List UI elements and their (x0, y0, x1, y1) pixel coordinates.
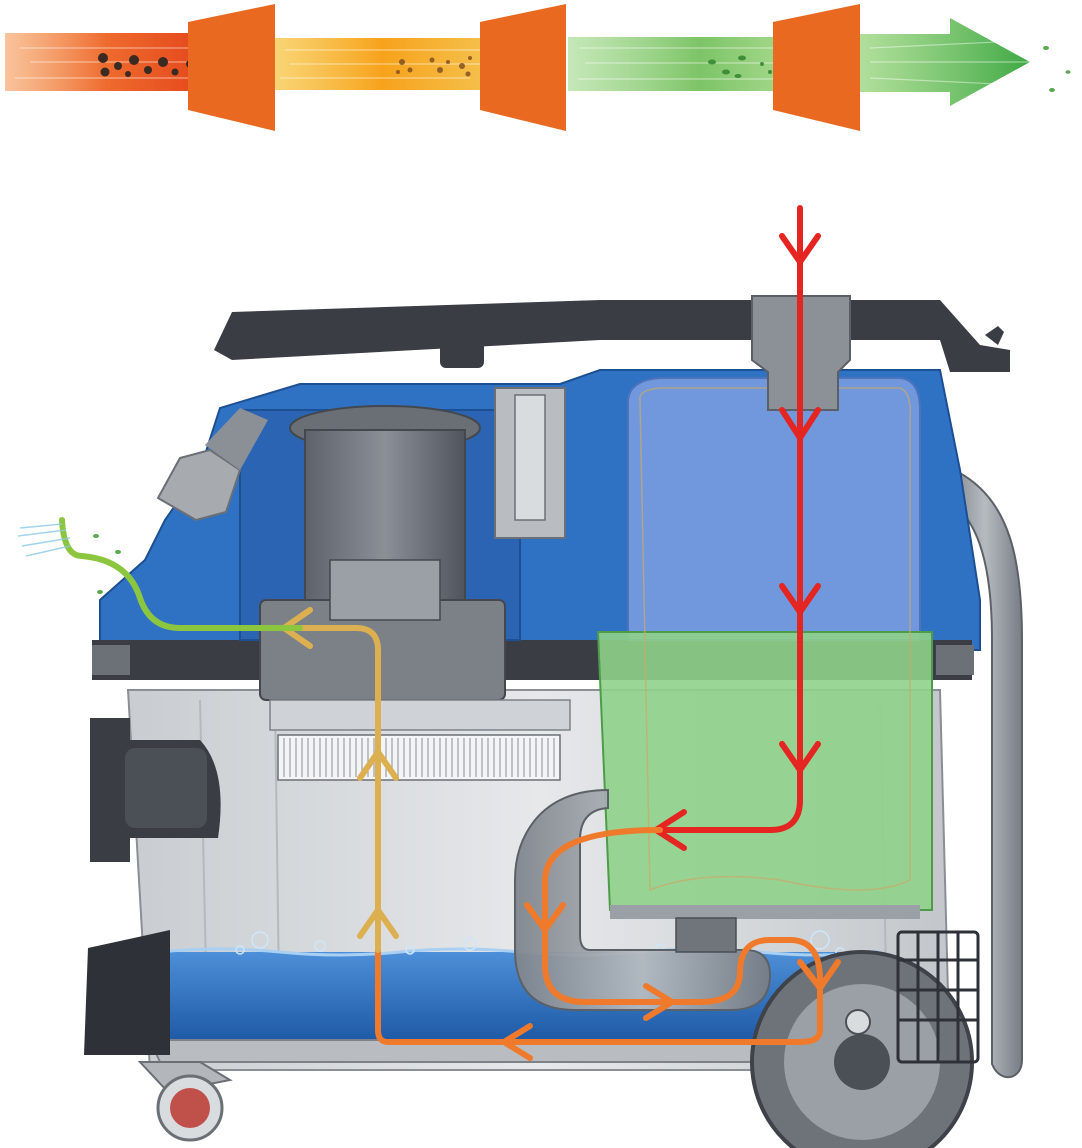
stage-band-clean-exhaust (860, 18, 1030, 106)
arrowhead-orange (501, 902, 841, 1061)
stage-band-fine-dust (275, 38, 490, 90)
lid-top (214, 300, 1010, 372)
internal-pipe (514, 788, 772, 1011)
exhaust-particle-icon (1043, 46, 1071, 92)
filter-bag-upper (627, 377, 921, 641)
air-streaks (15, 39, 1060, 87)
filter-bag-base (610, 905, 920, 919)
control-panel (205, 408, 268, 470)
housing-clip-left (92, 645, 130, 675)
airflow-inlet-red (657, 205, 803, 833)
stage-band-filtered-air (568, 37, 788, 91)
vacuum-cutaway (17, 205, 1023, 1148)
fine-dust-icon (396, 56, 472, 77)
dust-particle-icon (98, 53, 194, 77)
hepa-filter (277, 734, 561, 781)
stage-band-dirty-air (5, 33, 210, 91)
exhaust-leaf-icon (93, 534, 121, 594)
housing-clip-right (936, 645, 974, 675)
suction-hose (946, 470, 1023, 1078)
airflow-water-orange (375, 827, 823, 1045)
left-foot-bracket (84, 930, 170, 1055)
exhaust-vent-inner (125, 748, 207, 828)
lid-knob (440, 318, 484, 368)
caster-wheel (137, 1061, 233, 1142)
lid-handle (985, 326, 1004, 345)
exhaust-plume (17, 523, 71, 557)
filter-frame (269, 699, 571, 731)
hepa-filter-pleats (283, 738, 555, 777)
motor-fan (329, 559, 441, 621)
airflow-rising-yellow (297, 625, 381, 953)
valve-inner (514, 394, 546, 521)
filter-bag-lower (596, 631, 933, 911)
drain-plug (845, 1009, 871, 1035)
wheel-guard (896, 930, 980, 1064)
airflow-exhaust-green (59, 517, 303, 631)
pipe-outlet (675, 917, 737, 953)
filtration-stages-strip (5, 4, 1071, 131)
filter-stage-icon (188, 4, 860, 131)
filter-bag-outline (639, 387, 912, 892)
